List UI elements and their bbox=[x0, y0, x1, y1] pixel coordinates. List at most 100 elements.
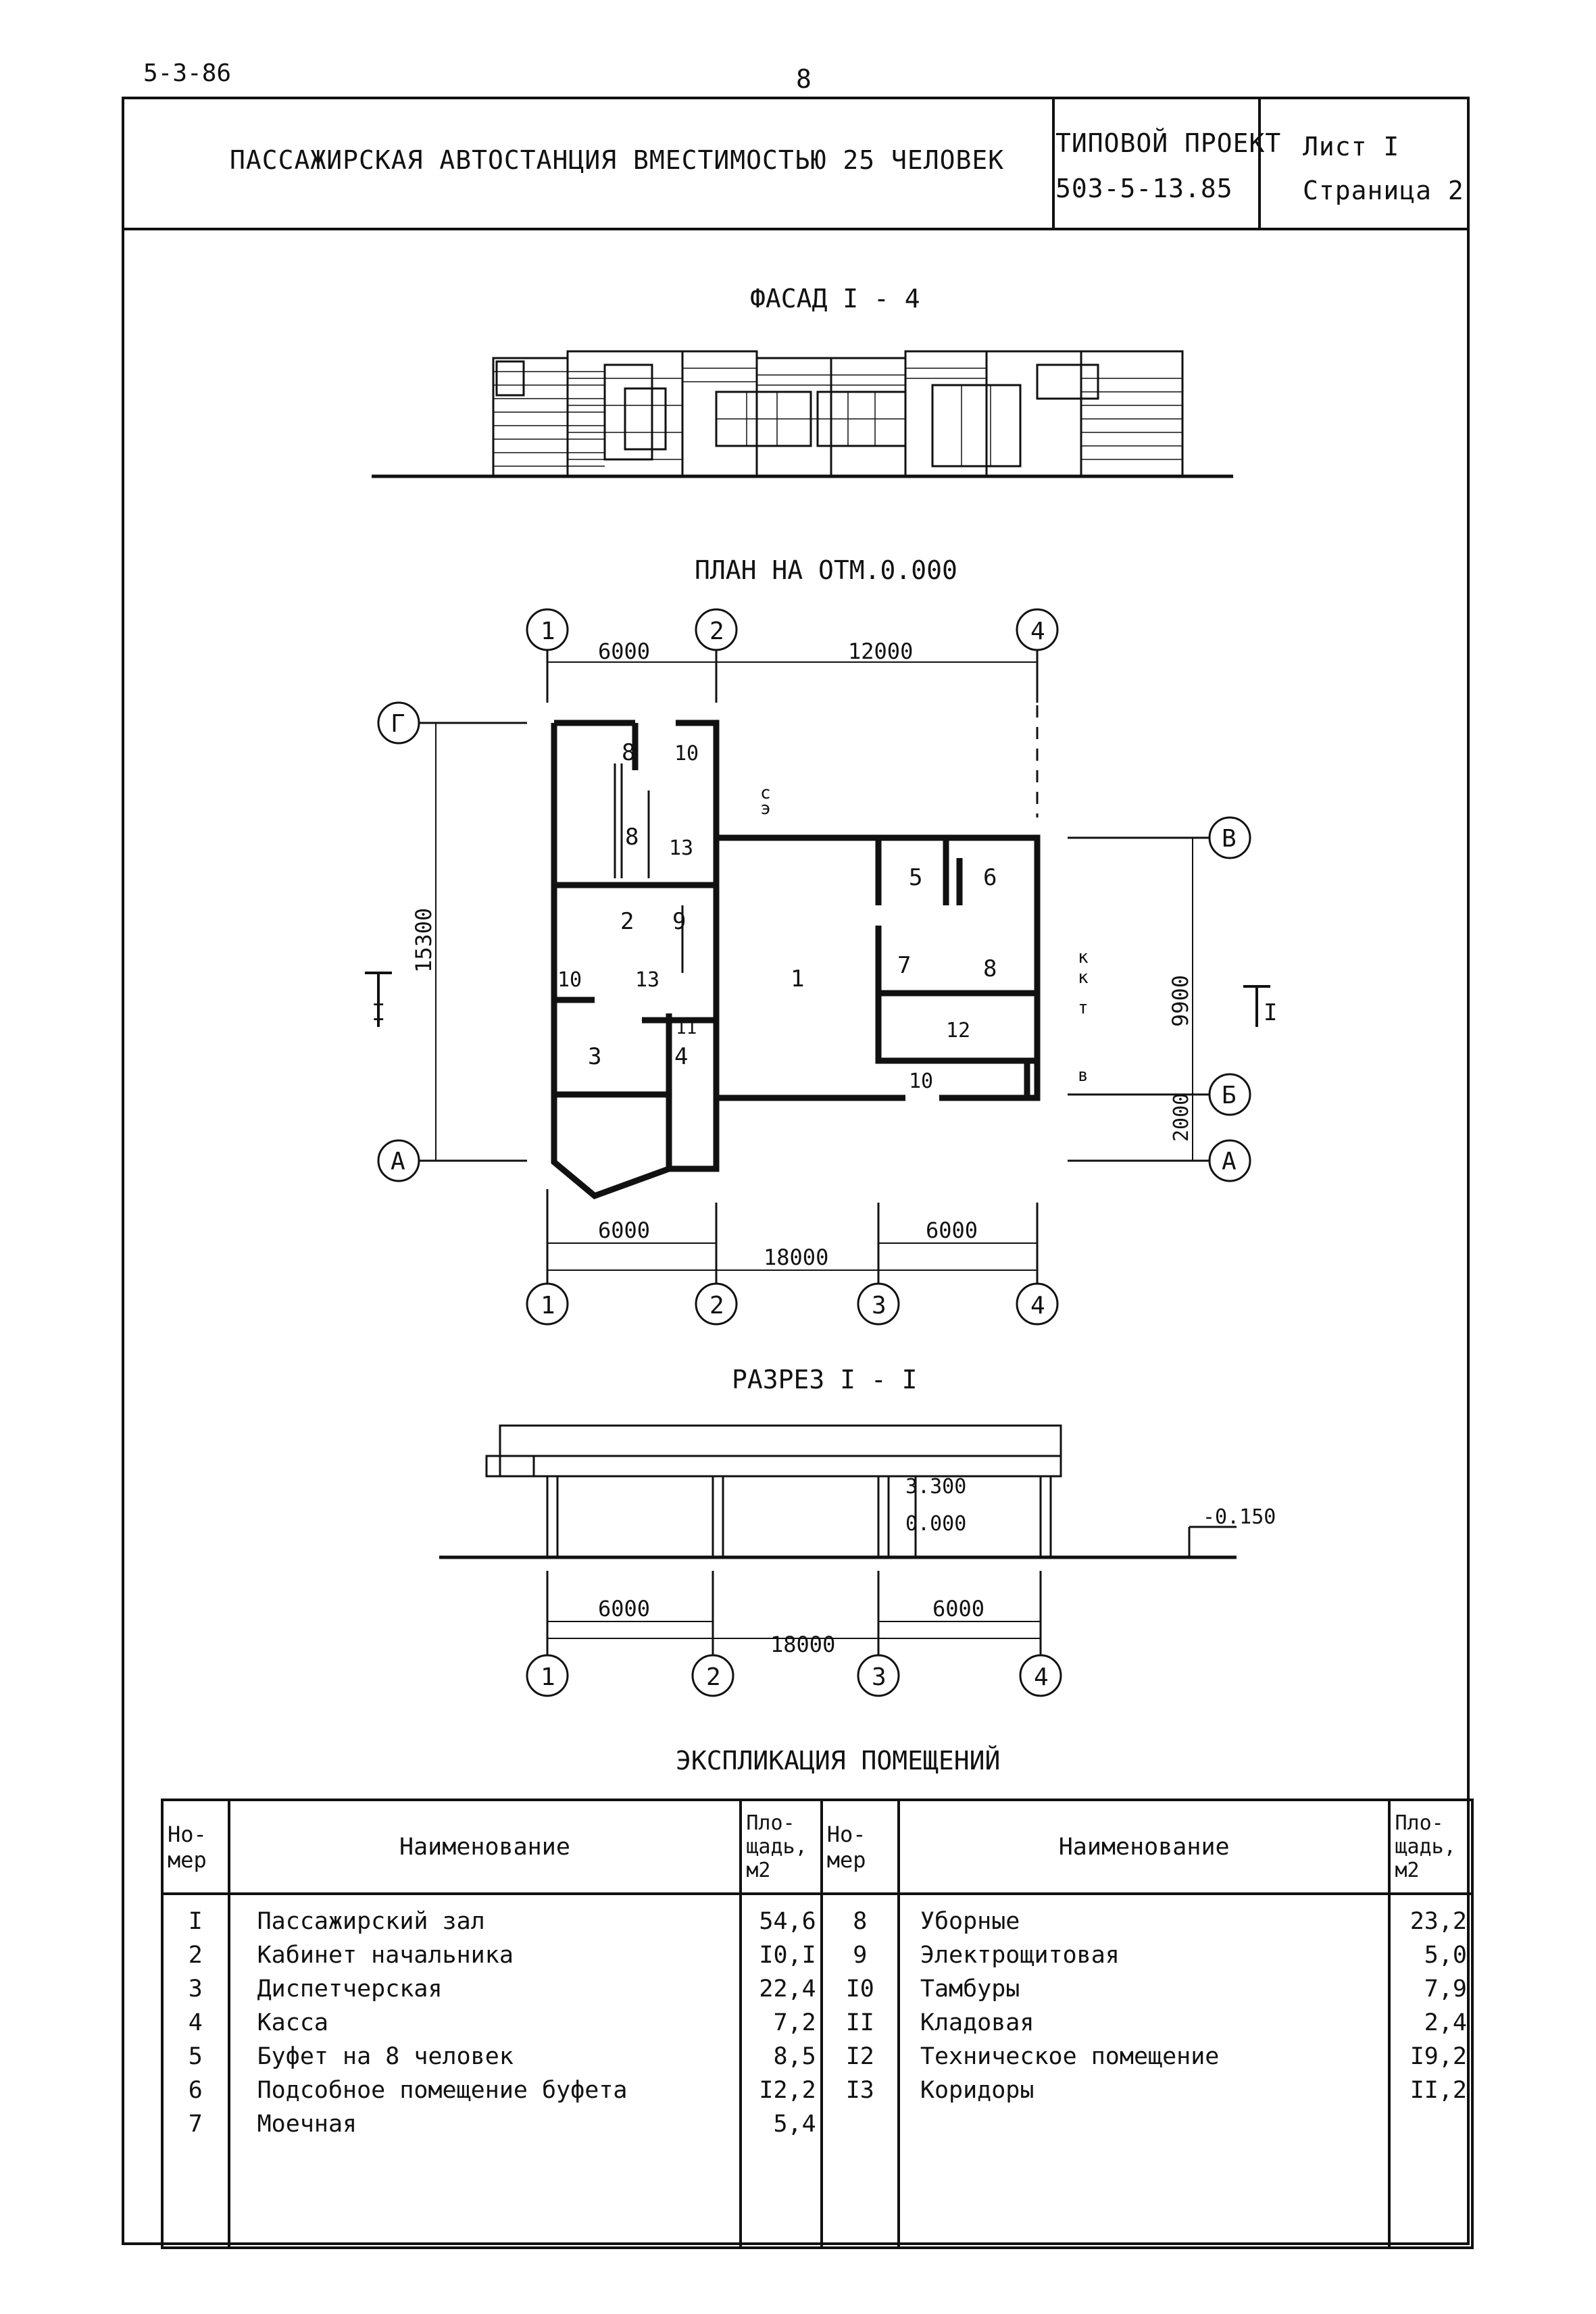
row-name: Электрощитовая bbox=[897, 1938, 1391, 1972]
table-row: 2 Кабинет начальника I0,I 9 Электрощитов… bbox=[161, 1938, 1474, 1972]
plan-title: ПЛАН НА ОТМ.0.000 bbox=[695, 555, 957, 585]
table-row: 5 Буфет на 8 человек 8,5 I2 Техническое … bbox=[161, 2040, 1474, 2073]
table-row-blank bbox=[161, 2141, 1474, 2249]
row-num: 2 bbox=[161, 1938, 230, 1972]
plan-section-mark-left: I bbox=[372, 999, 385, 1026]
entry-label: к bbox=[1078, 967, 1089, 988]
floor-plan: 1 2 4 Г А В Б А 1 2 3 4 6000 12000 6000 … bbox=[365, 608, 1277, 1326]
row-name: Буфет на 8 человек bbox=[227, 2040, 743, 2073]
row-num: I2 bbox=[820, 2040, 900, 2073]
header-num: Но- мер bbox=[820, 1799, 900, 1895]
row-num: 6 bbox=[161, 2073, 230, 2107]
entry-label: с bbox=[760, 783, 771, 803]
room-label: 10 bbox=[557, 968, 582, 992]
row-num: 9 bbox=[820, 1938, 900, 1972]
plan-axis-top-4: 4 bbox=[1030, 618, 1045, 645]
section-dim-1: 6000 bbox=[598, 1596, 650, 1621]
room-label: 8 bbox=[622, 739, 635, 766]
plan-axis-bottom-4: 4 bbox=[1030, 1292, 1045, 1319]
row-area: I0,I bbox=[739, 1938, 823, 1972]
plan-dim-bottom-2: 6000 bbox=[926, 1217, 978, 1243]
room-label: 13 bbox=[635, 968, 659, 992]
row-name: Тамбуры bbox=[897, 1972, 1391, 2006]
row-name: Кабинет начальника bbox=[227, 1938, 743, 1972]
section-dim-2: 6000 bbox=[932, 1596, 984, 1621]
row-area: II,2 bbox=[1388, 2073, 1474, 2107]
page-number: 8 bbox=[796, 64, 812, 94]
section-axis-2: 2 bbox=[706, 1663, 721, 1691]
room-label: 7 bbox=[897, 952, 911, 979]
section-level-ground: -0.150 bbox=[1203, 1505, 1276, 1529]
table-row: 3 Диспетчерская 22,4 I0 Тамбуры 7,9 bbox=[161, 1972, 1474, 2006]
project-number: 503-5-13.85 bbox=[1055, 174, 1233, 203]
explication-title: ЭКСПЛИКАЦИЯ ПОМЕЩЕНИЙ bbox=[676, 1746, 1001, 1776]
table-row: 4 Касса 7,2 II Кладовая 2,4 bbox=[161, 2006, 1474, 2040]
room-label: 12 bbox=[946, 1019, 970, 1042]
room-label: 8 bbox=[983, 955, 997, 982]
room-label: 13 bbox=[669, 836, 693, 860]
table-row: 7 Моечная 5,4 bbox=[161, 2107, 1474, 2141]
row-name: Диспетчерская bbox=[227, 1972, 743, 2006]
room-label: 10 bbox=[674, 742, 699, 765]
row-area: 2,4 bbox=[1388, 2006, 1474, 2040]
project-title: ПАССАЖИРСКАЯ АВТОСТАНЦИЯ ВМЕСТИМОСТЬЮ 25… bbox=[230, 145, 1005, 175]
header-name: Наименование bbox=[897, 1799, 1391, 1895]
header-name: Наименование bbox=[227, 1799, 743, 1895]
room-label: 6 bbox=[983, 864, 997, 891]
room-label: 11 bbox=[676, 1018, 697, 1038]
row-num: I3 bbox=[820, 2073, 900, 2107]
room-label: 3 bbox=[588, 1043, 601, 1070]
title-block-divider bbox=[122, 228, 1470, 230]
section-axis-1: 1 bbox=[541, 1663, 555, 1691]
row-name: Касса bbox=[227, 2006, 743, 2040]
row-area: I9,2 bbox=[1388, 2040, 1474, 2073]
row-num: 7 bbox=[161, 2107, 230, 2141]
title-block-sep-1 bbox=[1052, 97, 1055, 230]
page-label: Страница 2 bbox=[1303, 176, 1464, 205]
entry-label: э bbox=[760, 799, 771, 819]
explication-table: Но- мер Наименование Пло- щадь, м2 Но- м… bbox=[161, 1799, 1474, 2249]
entry-label: к bbox=[1078, 947, 1089, 967]
room-label: 5 bbox=[909, 864, 922, 891]
section-dim-total: 18000 bbox=[770, 1632, 835, 1657]
plan-axis-bottom-2: 2 bbox=[709, 1292, 724, 1319]
room-label: 1 bbox=[791, 965, 804, 992]
row-area: 22,4 bbox=[739, 1972, 823, 2006]
facade-drawing bbox=[372, 350, 1233, 478]
row-name-empty bbox=[897, 2107, 1391, 2141]
plan-dim-bottom-1: 6000 bbox=[598, 1217, 650, 1243]
plan-axis-top-1: 1 bbox=[541, 618, 555, 645]
section-axis-3: 3 bbox=[872, 1663, 887, 1691]
plan-axis-left-g: Г bbox=[391, 710, 405, 738]
row-area: I2,2 bbox=[739, 2073, 823, 2107]
room-label: 10 bbox=[909, 1070, 933, 1093]
plan-axis-right-v: В bbox=[1222, 825, 1237, 853]
plan-dim-top-1: 6000 bbox=[598, 638, 650, 664]
row-num: 8 bbox=[820, 1894, 900, 1938]
sheet-code: 5-3-86 bbox=[143, 59, 232, 87]
row-area: 5,0 bbox=[1388, 1938, 1474, 1972]
row-num-empty bbox=[820, 2107, 900, 2141]
plan-dim-bottom-total: 18000 bbox=[764, 1244, 828, 1270]
room-label: 9 bbox=[672, 908, 686, 935]
plan-axis-bottom-1: 1 bbox=[541, 1292, 555, 1319]
row-area: 7,9 bbox=[1388, 1972, 1474, 2006]
section-drawing: 3.300 0.000 -0.150 6000 6000 18000 1 2 3… bbox=[439, 1424, 1276, 1697]
row-area: 23,2 bbox=[1388, 1894, 1474, 1938]
project-label: ТИПОВОЙ ПРОЕКТ bbox=[1055, 128, 1282, 158]
plan-dim-left: 15300 bbox=[411, 908, 437, 973]
row-num: I0 bbox=[820, 1972, 900, 2006]
plan-axis-right-a: А bbox=[1222, 1148, 1237, 1176]
row-area: 8,5 bbox=[739, 2040, 823, 2073]
plan-axis-left-a: А bbox=[391, 1148, 405, 1176]
header-area: Пло- щадь, м2 bbox=[739, 1799, 823, 1895]
header-num: Но- мер bbox=[161, 1799, 230, 1895]
row-num: I bbox=[161, 1894, 230, 1938]
room-label: 4 bbox=[674, 1043, 688, 1070]
room-label: 2 bbox=[620, 908, 634, 935]
section-level-top: 3.300 bbox=[905, 1475, 966, 1499]
row-area: 5,4 bbox=[739, 2107, 823, 2141]
row-area-empty bbox=[1388, 2107, 1474, 2141]
facade-title: ФАСАД I - 4 bbox=[750, 284, 920, 313]
entry-label: т bbox=[1078, 998, 1089, 1018]
